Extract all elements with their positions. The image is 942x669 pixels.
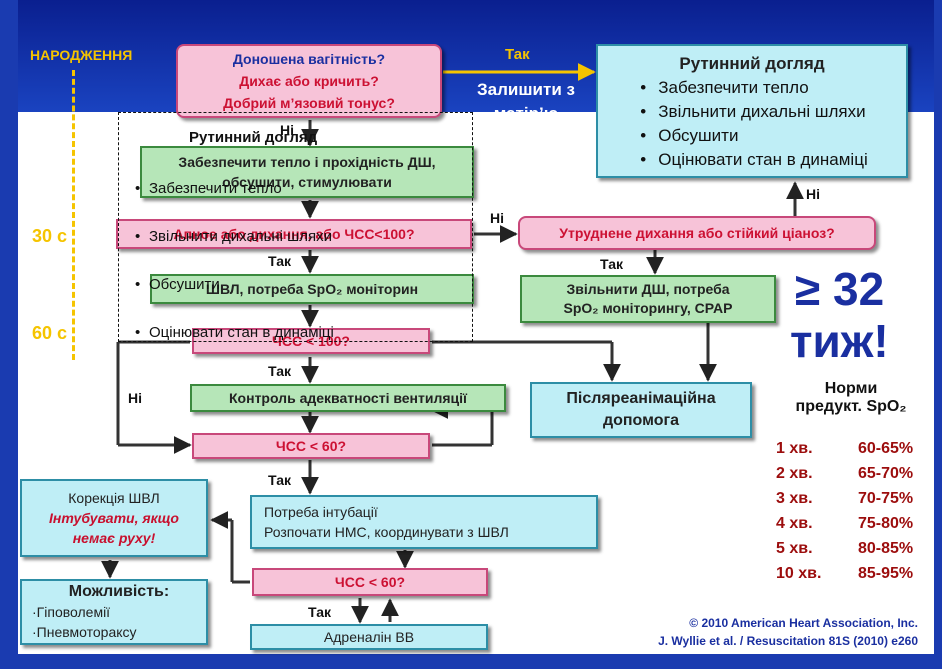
intubation-line2: Розпочати НМС, координувати з ШВЛ <box>264 524 509 540</box>
ghost-item: Звільнити дихальні шляхи <box>135 213 334 261</box>
gestation-sign: ≥ 32 <box>795 263 885 315</box>
yes-label-hr100: Так <box>268 363 291 379</box>
labored-breathing-text: Утруднене дихання або стійкий ціаноз? <box>559 225 835 241</box>
timeline-birth-label: НАРОДЖЕННЯ <box>30 47 133 63</box>
routine-care-title: Рутинний догляд <box>679 54 825 73</box>
ghost-overlay: Рутинний догляд Забезпечити тепло Звільн… <box>118 112 473 357</box>
yes-label-top: Так <box>505 46 530 63</box>
clear-airway-box: Звільнити ДШ, потреба SpO₂ моніторингу, … <box>520 275 776 323</box>
citation-line: J. Wyllie et al. / Resuscitation 81S (20… <box>658 634 918 648</box>
start-q3: Добрий м’язовий тонус? <box>223 95 395 111</box>
ventilation-check-text: Контроль адекватності вентиляції <box>229 390 467 406</box>
ghost-title: Рутинний догляд <box>189 129 318 146</box>
routine-item: Забезпечити тепло <box>640 76 867 100</box>
norm-minute: 1 хв. <box>776 440 813 457</box>
start-q1: Доношена вагітність? <box>232 51 386 67</box>
no-label-initial: Ні <box>280 122 294 138</box>
possibility-item: ·Пневмотораксу <box>32 624 137 640</box>
norm-minute: 4 хв. <box>776 515 813 532</box>
norm-range: 85-95% <box>858 565 914 582</box>
routine-item: Оцінювати стан в динаміці <box>640 148 868 172</box>
left-border <box>0 0 18 669</box>
norm-minute: 10 хв. <box>776 565 822 582</box>
yes-label-hr60-repeat: Так <box>308 604 331 620</box>
yes-label-labored: Так <box>600 256 623 272</box>
adrenaline-box: Адреналін ВВ <box>250 624 488 650</box>
adrenaline-text: Адреналін ВВ <box>323 629 415 645</box>
ghost-item: Обсушити <box>135 261 334 309</box>
labored-breathing-box: Утруднене дихання або стійкий ціаноз? <box>518 216 876 250</box>
hr60-repeat-text: ЧСС < 60? <box>334 574 406 590</box>
no-label-apnea: Ні <box>490 210 504 226</box>
routine-care-list: Забезпечити тепло Звільнити дихальні шля… <box>636 76 868 172</box>
correction-note1: Інтубувати, якщо <box>49 510 179 526</box>
intubation-box: Потреба інтубації Розпочати НМС, координ… <box>250 495 598 549</box>
no-label-hr100: Ні <box>128 390 142 406</box>
norm-range: 80-85% <box>858 540 914 557</box>
timeline-60s-label: 60 с <box>30 323 70 344</box>
norms-title-line2: предукт. SpO₂ <box>795 398 907 415</box>
possibility-item: ·Гіповолемії <box>32 604 111 620</box>
ventilation-correction-box: Корекція ШВЛ Інтубувати, якщо немає руху… <box>20 479 208 557</box>
ghost-item: Оцінювати стан в динаміці <box>135 309 334 357</box>
gestation-unit: тиж! <box>790 315 889 367</box>
ghost-list: Забезпечити тепло Звільнити дихальні шля… <box>131 165 334 357</box>
timeline-30s-label: 30 с <box>30 226 70 247</box>
timeline-dashed-line <box>72 70 75 360</box>
ventilation-check-box: Контроль адекватності вентиляції <box>190 384 506 412</box>
right-border <box>934 0 942 669</box>
norms-title: Норми предукт. SpO₂ <box>786 380 916 416</box>
start-assessment-box: Доношена вагітність? Дихає або кричить? … <box>176 44 442 118</box>
post-resus-line2: допомога <box>602 412 680 429</box>
ghost-item: Забезпечити тепло <box>135 165 334 213</box>
routine-item: Звільнити дихальні шляхи <box>640 100 867 124</box>
norm-minute: 5 хв. <box>776 540 813 557</box>
yes-label-hr60: Так <box>268 472 291 488</box>
clear-airway-line2: SpO₂ моніторингу, CPAP <box>563 300 733 316</box>
routine-item: Обсушити <box>640 124 867 148</box>
post-resuscitation-box: Післяреанімаційна допомога <box>530 382 752 438</box>
intubation-line1: Потреба інтубації <box>264 504 378 520</box>
hr60-text: ЧСС < 60? <box>275 438 347 454</box>
norm-range: 60-65% <box>858 440 914 457</box>
post-resus-line1: Післяреанімаційна <box>566 390 716 407</box>
stay-with-mother-text: Залишити з матір’ю <box>477 80 575 123</box>
correction-title: Корекція ШВЛ <box>68 490 160 506</box>
possibilities-box: Можливість: ·Гіповолемії ·Пневмотораксу <box>20 579 208 645</box>
stay-with-mother-label: Залишити з матір’ю <box>462 78 590 126</box>
norm-range: 65-70% <box>858 465 914 482</box>
possibility-text: Пневмотораксу <box>36 624 137 640</box>
possibility-text: Гіповолемії <box>36 604 111 620</box>
norm-range: 75-80% <box>858 515 914 532</box>
norm-range: 70-75% <box>858 490 914 507</box>
correction-note2: немає руху! <box>72 530 156 546</box>
hr60-question-box: ЧСС < 60? <box>192 433 430 459</box>
norm-minute: 2 хв. <box>776 465 813 482</box>
hr60-repeat-box: ЧСС < 60? <box>252 568 488 596</box>
no-label-routine: Ні <box>806 186 820 202</box>
norms-title-line1: Норми <box>824 380 878 397</box>
norm-minute: 3 хв. <box>776 490 813 507</box>
clear-airway-line1: Звільнити ДШ, потреба <box>566 281 730 297</box>
copyright-line: © 2010 American Heart Association, Inc. <box>689 616 918 630</box>
start-q2: Дихає або кричить? <box>239 73 379 89</box>
possibilities-title: Можливість: <box>68 583 170 600</box>
routine-care-box: Рутинний догляд Забезпечити тепло Звільн… <box>596 44 908 178</box>
bottom-border <box>0 654 942 669</box>
